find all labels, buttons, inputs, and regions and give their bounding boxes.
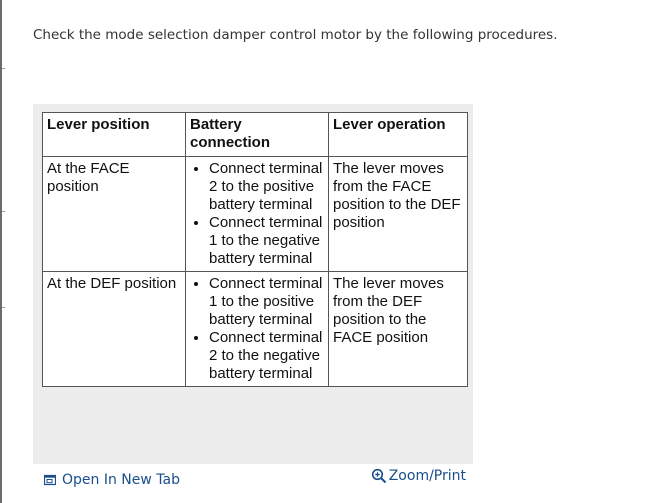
open-in-new-tab-label: Open In New Tab	[62, 472, 180, 488]
zoom-icon	[371, 468, 387, 484]
left-tick	[2, 68, 5, 69]
connection-item: Connect terminal 1 to the negative batte…	[209, 214, 324, 268]
left-tick	[2, 307, 5, 308]
connection-item: Connect terminal 1 to the positive batte…	[209, 275, 324, 329]
connection-item: Connect terminal 2 to the positive batte…	[209, 160, 324, 214]
cell-battery-connection: Connect terminal 1 to the positive batte…	[185, 271, 329, 387]
table-header-row: Lever position Battery connection Lever …	[42, 112, 468, 157]
open-in-new-tab-link[interactable]: Open In New Tab	[44, 472, 180, 488]
cell-lever-operation: The lever moves from the FACE position t…	[328, 156, 468, 272]
zoom-print-link[interactable]: Zoom/Print	[371, 468, 466, 484]
table-row: At the FACE position Connect terminal 2 …	[42, 156, 468, 272]
zoom-print-label: Zoom/Print	[388, 468, 466, 484]
cell-lever-position: At the FACE position	[42, 156, 186, 272]
left-tick	[2, 211, 5, 212]
connection-item: Connect terminal 2 to the negative batte…	[209, 329, 324, 383]
header-battery-connection: Battery connection	[185, 112, 329, 157]
cell-lever-operation: The lever moves from the DEF position to…	[328, 271, 468, 387]
cell-battery-connection: Connect terminal 2 to the positive batte…	[185, 156, 329, 272]
intro-text: Check the mode selection damper control …	[33, 27, 558, 43]
header-lever-operation: Lever operation	[328, 112, 468, 157]
header-lever-position: Lever position	[42, 112, 186, 157]
open-new-tab-icon	[44, 474, 56, 486]
cell-lever-position: At the DEF position	[42, 271, 186, 387]
connection-list: Connect terminal 2 to the positive batte…	[190, 160, 324, 268]
procedure-table: Lever position Battery connection Lever …	[42, 112, 468, 387]
connection-list: Connect terminal 1 to the positive batte…	[190, 275, 324, 383]
left-border	[0, 0, 2, 503]
table-row: At the DEF position Connect terminal 1 t…	[42, 271, 468, 387]
